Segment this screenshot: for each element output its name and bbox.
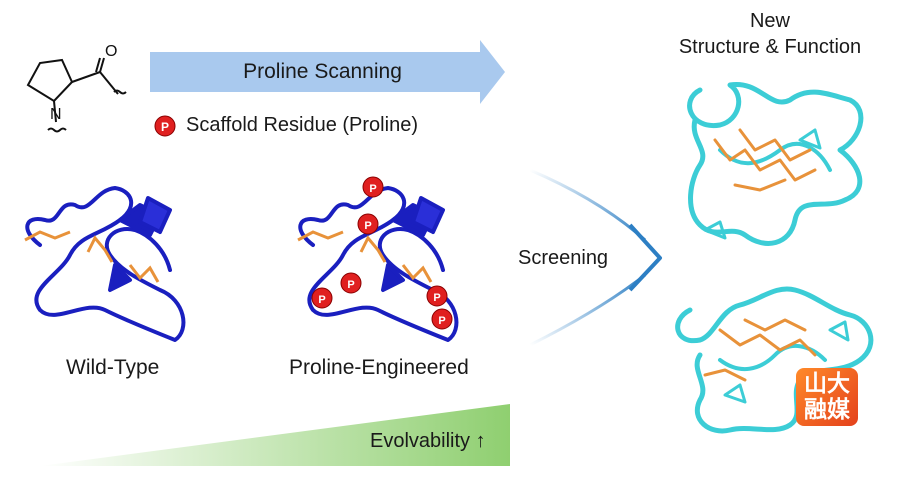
proline-marker: P	[311, 287, 333, 309]
legend-label: Scaffold Residue (Proline)	[186, 114, 418, 136]
wild-type-label: Wild-Type	[66, 356, 160, 379]
proline-markers: P P P P P P	[311, 176, 453, 330]
svg-text:P: P	[161, 120, 169, 134]
svg-text:P: P	[364, 220, 371, 232]
result-title: New Structure & Function	[640, 8, 900, 60]
new-structure-top	[687, 81, 864, 246]
nitrogen-atom-label: N	[50, 106, 62, 123]
watermark-logo: 山大 融媒	[796, 368, 858, 426]
proline-scanning-label: Proline Scanning	[243, 60, 402, 83]
new-structure-bottom	[675, 286, 874, 434]
proline-marker: P	[431, 308, 453, 330]
watermark-line1: 山大	[804, 371, 850, 397]
screening-arrow-upper	[529, 168, 646, 242]
screening-arrowhead	[628, 223, 662, 292]
svg-text:P: P	[438, 315, 445, 327]
proline-structure	[26, 57, 127, 133]
svg-text:P: P	[369, 183, 376, 195]
proline-marker: P	[362, 176, 384, 198]
proline-scanning-arrow	[150, 40, 505, 104]
proline-marker: P	[426, 285, 448, 307]
evolvability-label: Evolvability ↑	[370, 430, 486, 452]
watermark-line2: 融媒	[804, 397, 850, 423]
screening-label: Screening	[518, 247, 609, 269]
screening-arrow-lower	[529, 273, 646, 347]
proline-marker: P	[357, 213, 379, 235]
wild-type-protein	[25, 186, 186, 342]
wild-type-disulfide-bonds	[24, 230, 160, 283]
oxygen-atom-label: O	[105, 43, 117, 60]
svg-text:P: P	[318, 294, 325, 306]
proline-engineered-protein	[298, 186, 459, 342]
result-title-line1: New	[749, 10, 790, 32]
proline-engineered-label: Proline-Engineered	[289, 356, 469, 379]
svg-text:P: P	[433, 292, 440, 304]
proline-marker-legend: P	[154, 115, 176, 137]
result-title-line2: Structure & Function	[678, 36, 862, 58]
evolvability-wedge	[40, 404, 510, 466]
proline-engineered-disulfide-bonds	[297, 230, 433, 283]
svg-text:P: P	[347, 279, 354, 291]
proline-marker: P	[340, 272, 362, 294]
